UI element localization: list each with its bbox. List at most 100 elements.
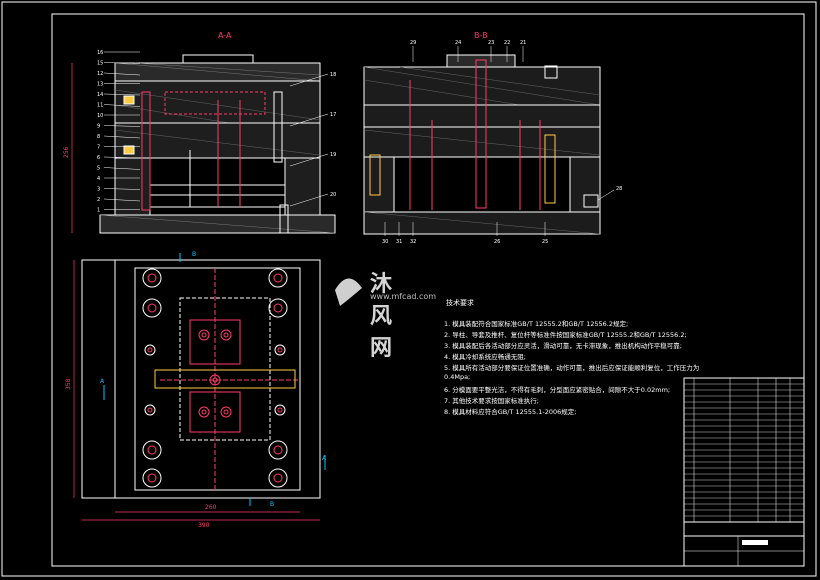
- part-callout: 2: [97, 197, 100, 203]
- part-callout: 25: [542, 239, 548, 245]
- leader-line: [289, 113, 329, 127]
- bolt-hole: [147, 407, 153, 413]
- part-callout: 30: [382, 239, 388, 245]
- ejector-hole: [144, 404, 156, 416]
- bolt-hole: [273, 303, 283, 313]
- part-callout: 6: [97, 155, 100, 161]
- part-callout: 32: [410, 239, 416, 245]
- part-callout: 11: [97, 103, 103, 109]
- dimension-plan-height: 358: [65, 378, 72, 390]
- leader-line: [103, 156, 141, 159]
- spacer-block-left: [114, 157, 151, 216]
- ejector-hole: [274, 344, 286, 356]
- note-item: 1. 模具装配符合国家标准GB/T 12555.2和GB/T 12556.2规定…: [444, 320, 629, 328]
- watermark-leaf-icon: [335, 278, 362, 306]
- guide-pin-hole: [142, 468, 162, 488]
- bolt-hole: [201, 409, 207, 415]
- part-callout: 19: [330, 152, 336, 158]
- sprue-bushing-top: [182, 54, 254, 64]
- part-callout: 7: [97, 145, 100, 151]
- guide-bushing-right: [544, 134, 556, 204]
- guide-pin-hole: [142, 298, 162, 318]
- part-callout: 5: [97, 166, 100, 172]
- note-item: 8. 模具材料应符合GB/T 12555.1-2006规定;: [444, 408, 577, 416]
- part-callout: 29: [410, 40, 416, 46]
- ejector-hole: [220, 329, 232, 341]
- core-plate-bb: [363, 126, 601, 158]
- section-label-bb: B-B: [474, 31, 488, 40]
- part-callout: 15: [97, 61, 103, 67]
- title-stamp: [742, 540, 768, 545]
- part-callout: 24: [455, 40, 461, 46]
- watermark-logo: [335, 278, 362, 306]
- plan-outline-outer: [81, 259, 321, 499]
- section-a-a-view: A-A 256: [63, 31, 336, 234]
- locating-ring: [446, 54, 516, 68]
- section-b-b-view: B-B: [363, 31, 601, 235]
- part-callout: 8: [97, 134, 100, 140]
- leader-line: [103, 72, 141, 76]
- guide-bushing-left: [369, 154, 381, 196]
- note-item: 0.4Mpa;: [444, 373, 471, 381]
- part-callout: 4: [97, 176, 100, 182]
- parts-list-table: [683, 377, 805, 567]
- section-mark-b-top: B: [192, 251, 196, 258]
- part-callout: 10: [97, 113, 103, 119]
- side-bolt: [583, 194, 599, 208]
- bolt-head: [544, 65, 558, 79]
- cavity-plate-bb: [363, 104, 601, 128]
- bolt-hole: [273, 273, 283, 283]
- ejector-hole: [144, 344, 156, 356]
- bolt-hole: [201, 332, 207, 338]
- runner-channel: [154, 369, 296, 389]
- plan-outline-plate: [114, 259, 321, 499]
- leader-line: [289, 153, 329, 167]
- ejector-hole: [209, 374, 221, 386]
- leader-line: [103, 125, 141, 127]
- bolt-hole: [273, 473, 283, 483]
- dimension-overall-width: 390: [198, 522, 210, 529]
- part-callout: 12: [97, 71, 103, 77]
- guide-pin-hole: [268, 298, 288, 318]
- leader-line: [103, 188, 141, 190]
- dimension-inner-width: 260: [205, 504, 217, 511]
- plan-circles: [142, 268, 288, 488]
- note-item: 4. 模具冷却系统应畅通无阻;: [444, 353, 526, 361]
- spacer-block-bb-left: [363, 156, 395, 213]
- guide-pin-hole: [268, 440, 288, 460]
- guide-pin-left: [141, 91, 151, 211]
- spacer-block-bb-right: [569, 156, 601, 213]
- part-callout: 16: [97, 50, 103, 56]
- leader-line: [103, 93, 141, 96]
- ejector-hole: [220, 406, 232, 418]
- part-callout: 9: [97, 124, 100, 130]
- guide-pin-hole: [268, 468, 288, 488]
- cavity-insert: [164, 91, 266, 115]
- part-callout: 23: [488, 40, 494, 46]
- guide-pin-hole: [142, 440, 162, 460]
- leader-line: [103, 62, 141, 64]
- guide-pin-right: [273, 91, 283, 163]
- part-callout: 22: [504, 40, 510, 46]
- note-item: 3. 模具装配后各活动部分应灵活，滑动可靠，无卡滞现象，推出机构动作平稳可靠;: [444, 342, 682, 350]
- title-block: [683, 377, 805, 567]
- leader-line: [597, 189, 615, 201]
- dimension-height-text: 256: [63, 146, 70, 158]
- part-callout: 20: [330, 192, 336, 198]
- bolt-hole: [147, 303, 157, 313]
- leader-line: [103, 167, 141, 170]
- leader-line: [289, 73, 329, 87]
- section-mark-a-right: A: [322, 455, 327, 462]
- leader-line: [103, 104, 141, 107]
- section-mark-a-left: A: [100, 378, 105, 385]
- notes-heading: 技术要求: [446, 299, 474, 307]
- section-mark-b-bottom: B: [270, 501, 274, 508]
- part-callout: 26: [494, 239, 500, 245]
- inner-border: [51, 13, 805, 567]
- watermark-url: www.mfcad.com: [370, 292, 437, 301]
